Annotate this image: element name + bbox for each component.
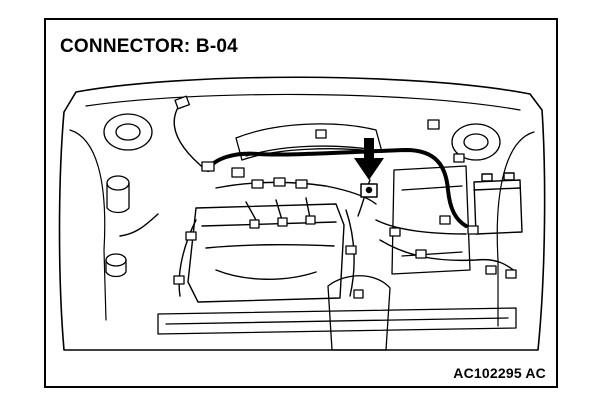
radiator-support	[157, 307, 517, 335]
hood-outline	[58, 76, 546, 351]
down-arrow-icon	[354, 138, 384, 180]
battery	[473, 172, 523, 235]
diagram-frame: CONNECTOR: B-04	[44, 18, 558, 388]
connector-title: CONNECTOR: B-04	[60, 36, 238, 57]
main-harness	[206, 148, 468, 228]
left-strut-tower	[103, 113, 153, 151]
harness-connectors	[173, 95, 517, 299]
right-fender	[496, 131, 535, 327]
left-fender	[69, 129, 107, 321]
connector-b04	[360, 183, 378, 198]
engine-bay-diagram	[58, 76, 546, 351]
right-strut-tower	[451, 123, 501, 161]
engine-block	[187, 203, 345, 303]
figure-code: AC102295 AC	[453, 365, 546, 381]
transmission	[327, 275, 391, 351]
washer-reservoir	[106, 175, 130, 214]
cowl-line	[85, 93, 521, 111]
coolant-reservoir	[105, 253, 127, 278]
